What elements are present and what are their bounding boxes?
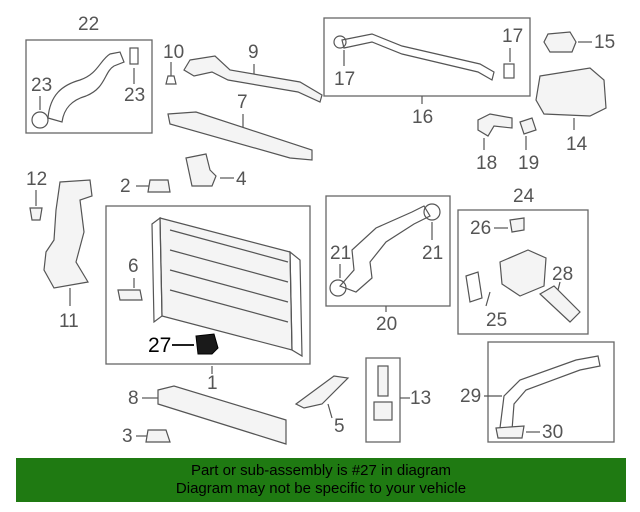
lower-hose-20[interactable] [338,205,431,293]
clamp-21a[interactable] [329,279,347,297]
callout-23a[interactable]: 23 [31,75,52,96]
drain-plug-6[interactable] [117,289,143,301]
clamp-23a[interactable] [31,111,49,129]
callout-28[interactable]: 28 [552,264,573,285]
callout-12[interactable]: 12 [26,169,47,190]
callout-16[interactable]: 16 [412,107,433,128]
pin-10[interactable] [165,75,177,85]
callout-17a[interactable]: 17 [334,69,355,90]
callout-21a[interactable]: 21 [330,243,351,264]
callout-27[interactable]: 27 [148,334,171,357]
assembly-box-29 [487,341,615,443]
callout-17b[interactable]: 17 [502,26,523,47]
callout-2[interactable]: 2 [120,176,131,197]
banner-line-2: Diagram may not be specific to your vehi… [175,480,467,497]
clamp-17b[interactable] [503,63,515,79]
assembly-box-1 [105,205,311,365]
callout-5[interactable]: 5 [334,416,345,437]
assembly-box-13 [365,357,401,443]
assembly-box-22 [25,39,153,134]
callout-18[interactable]: 18 [476,153,497,174]
lower-baffle-8[interactable] [157,385,287,445]
bleeder-26[interactable] [509,217,525,233]
callout-26[interactable]: 26 [470,218,491,239]
upper-hose-22[interactable] [47,51,125,123]
assembly-box-20 [325,195,451,307]
radiator-1[interactable] [159,217,293,351]
air-deflector-11[interactable] [43,179,93,289]
assembly-box-16 [323,17,531,97]
callout-30[interactable]: 30 [542,422,563,443]
bracket-30[interactable] [495,425,525,439]
clamp-17a[interactable] [333,35,347,49]
surge-tank-14[interactable] [535,67,607,117]
cap-15[interactable] [543,31,577,53]
banner-line-1: Part or sub-assembly is #27 in diagram [190,462,452,479]
callout-13[interactable]: 13 [410,388,431,409]
info-banner: Part or sub-assembly is #27 in diagram D… [16,458,626,502]
clamp-23b[interactable] [129,47,139,65]
bolt-2[interactable] [147,179,171,193]
clamp-21b[interactable] [423,203,441,221]
callout-4[interactable]: 4 [236,169,247,190]
parts-diagram: 22 23 23 10 9 7 2 4 12 11 6 27 1 8 3 [25,14,615,447]
bracket-4[interactable] [185,153,217,187]
clamp-19[interactable] [519,117,537,135]
callout-1[interactable]: 1 [207,373,218,394]
thermostat-housing[interactable] [499,249,547,297]
coolant-pipe-29[interactable] [499,355,601,431]
gasket-25[interactable] [465,271,483,303]
highlighted-part-27[interactable] [195,333,219,355]
assembly-box-24 [457,209,589,335]
callout-23b[interactable]: 23 [124,85,145,106]
callout-29[interactable]: 29 [460,386,481,407]
pipe-28[interactable] [538,285,581,323]
callout-10[interactable]: 10 [163,42,184,63]
overflow-hose-16[interactable] [341,33,495,81]
callout-11[interactable]: 11 [59,311,79,332]
callout-25[interactable]: 25 [486,310,507,331]
callout-14[interactable]: 14 [566,134,588,155]
hose-18[interactable] [477,113,513,137]
air-baffle-7[interactable] [167,111,313,161]
bolt-3[interactable] [145,429,171,443]
callout-24[interactable]: 24 [513,186,535,207]
bolt-13[interactable] [377,365,389,397]
callout-7[interactable]: 7 [237,92,248,113]
bracket-5[interactable] [294,375,350,409]
callout-20[interactable]: 20 [376,314,397,335]
insulator-13[interactable] [373,401,393,421]
upper-bracket-9[interactable] [183,55,323,103]
callout-22[interactable]: 22 [78,14,99,35]
callout-19[interactable]: 19 [518,153,539,174]
callout-3[interactable]: 3 [122,426,133,447]
callout-9[interactable]: 9 [248,42,259,63]
callout-8[interactable]: 8 [128,388,139,409]
clip-12[interactable] [29,207,43,221]
callout-21b[interactable]: 21 [422,243,443,264]
callout-15[interactable]: 15 [594,32,615,53]
callout-6[interactable]: 6 [128,256,139,277]
